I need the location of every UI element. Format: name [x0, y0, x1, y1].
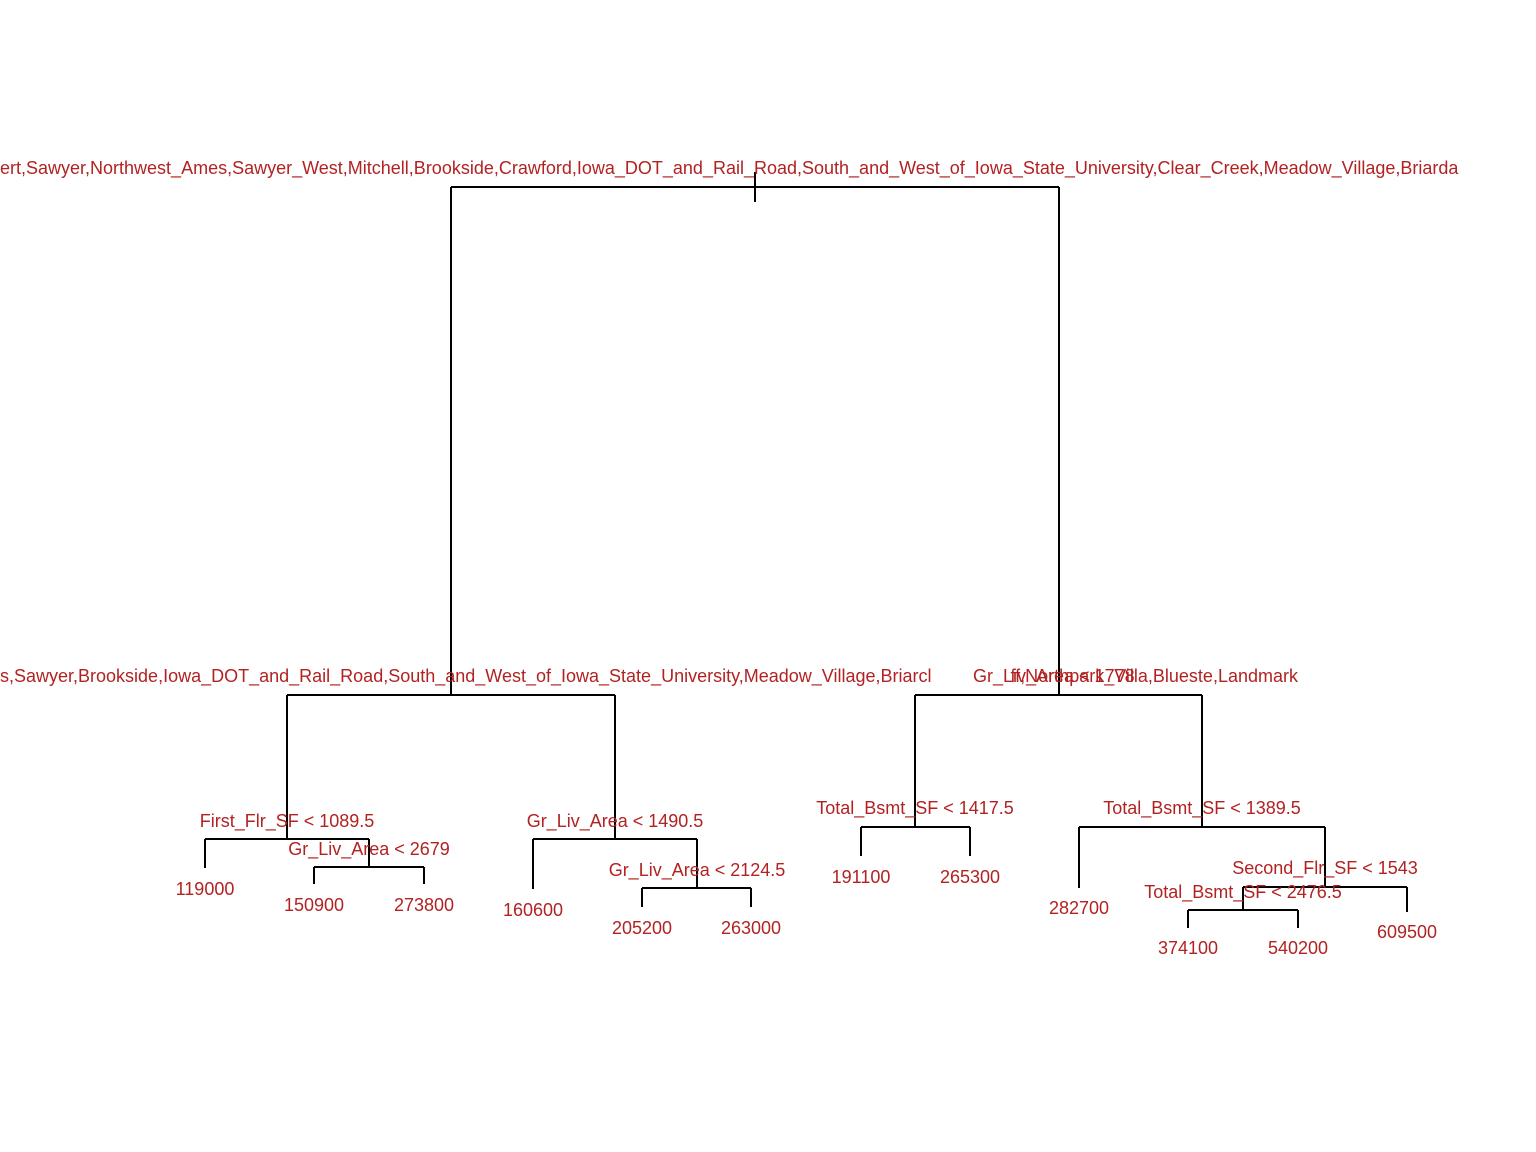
second-flr-split-label: Second_Flr_SF < 1543	[1232, 858, 1418, 879]
leaf-value: 160600	[503, 900, 563, 920]
leaf-value: 540200	[1268, 938, 1328, 958]
root-split-label: ert,Sawyer,Northwest_Ames,Sawyer_West,Mi…	[0, 158, 1459, 179]
tree-labels: ert,Sawyer,Northwest_Ames,Sawyer_West,Mi…	[0, 158, 1459, 958]
bsmt-2476-split-label: Total_Bsmt_SF < 2476.5	[1144, 882, 1342, 903]
gr-liv-2679-split-label: Gr_Liv_Area < 2679	[288, 839, 450, 860]
bsmt-1389-split-label: Total_Bsmt_SF < 1389.5	[1103, 798, 1301, 819]
right-gr-liv-area-split-label: Gr_Liv_Area < 1778	[973, 666, 1135, 687]
leaf-value: 374100	[1158, 938, 1218, 958]
bsmt-1417-split-label: Total_Bsmt_SF < 1417.5	[816, 798, 1014, 819]
leaf-value: 119000	[176, 879, 235, 899]
leaf-value: 282700	[1049, 898, 1109, 918]
leaf-value: 263000	[721, 918, 781, 938]
leaf-value: 273800	[394, 895, 454, 915]
leaf-value: 205200	[612, 918, 672, 938]
leaf-value: 265300	[940, 867, 1000, 887]
right-neighborhood-split-label: ff,Northpark_Villa,Blueste,Landmark	[1011, 666, 1299, 687]
left-neighborhood-split-label: s,Sawyer,Brookside,Iowa_DOT_and_Rail_Roa…	[0, 666, 932, 687]
leaf-value: 191100	[832, 867, 891, 887]
leaf-value: 150900	[284, 895, 344, 915]
tree-edges	[204, 172, 1408, 928]
first-flr-split-label: First_Flr_SF < 1089.5	[200, 811, 375, 832]
gr-liv-2124-split-label: Gr_Liv_Area < 2124.5	[609, 860, 786, 881]
leaf-value: 609500	[1377, 922, 1437, 942]
gr-liv-1490-split-label: Gr_Liv_Area < 1490.5	[527, 811, 704, 832]
